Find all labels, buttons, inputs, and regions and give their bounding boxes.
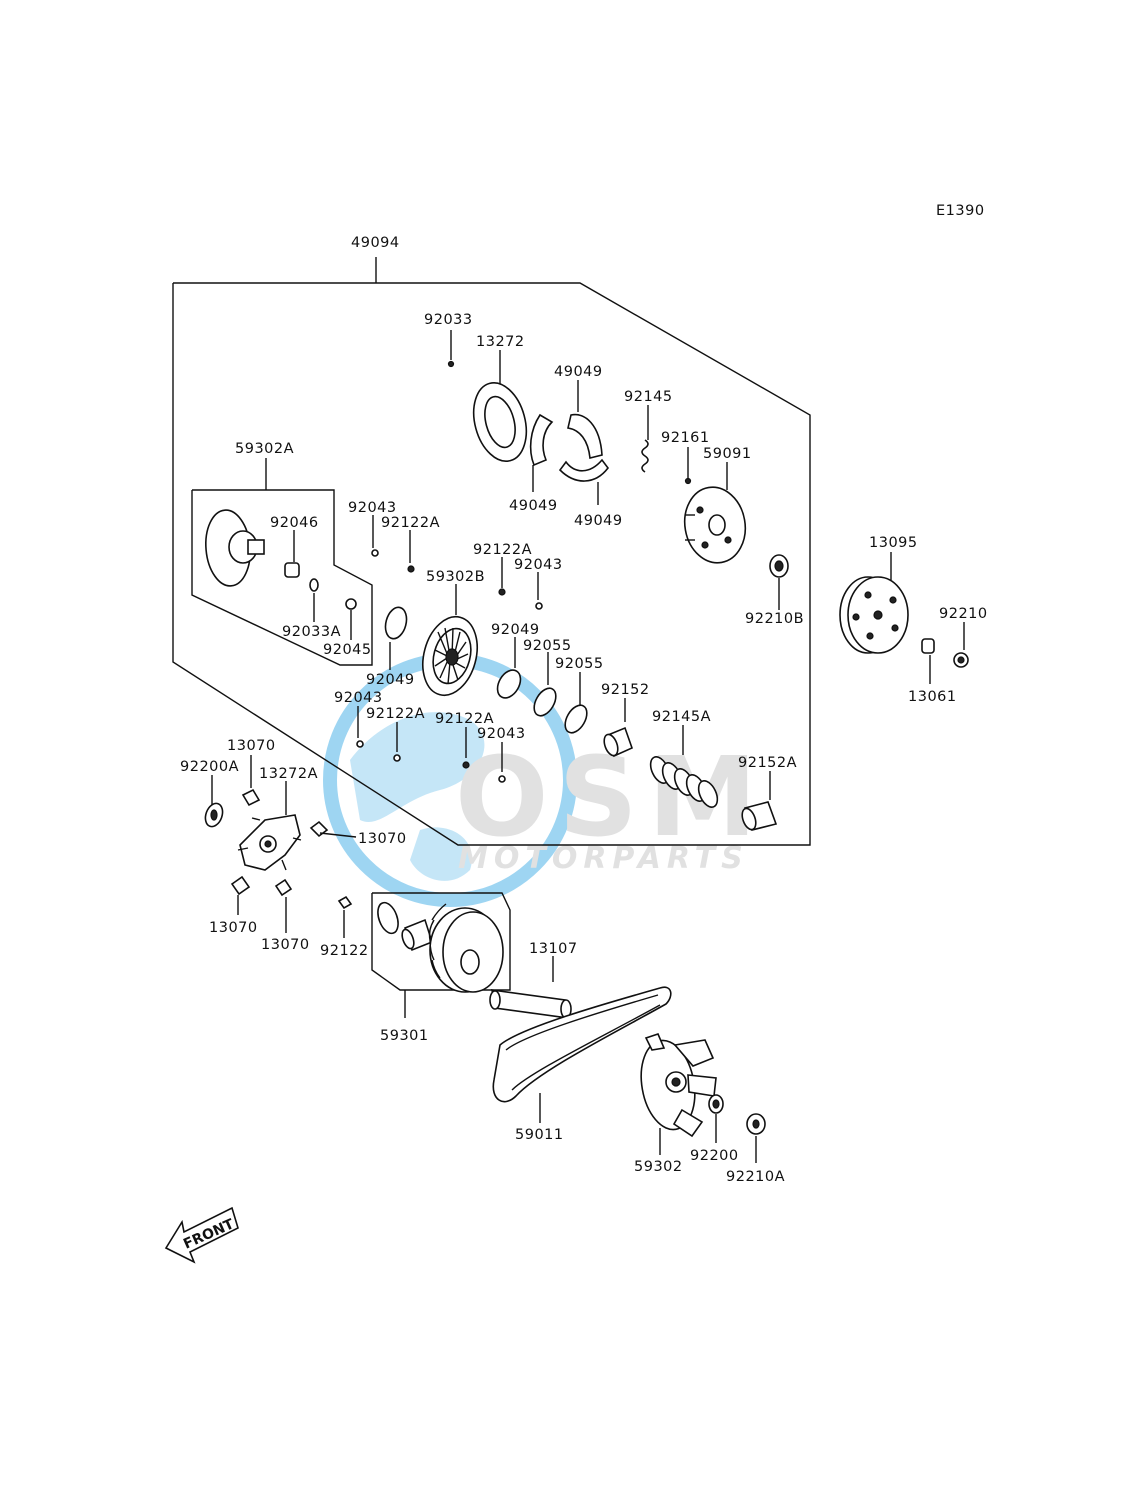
part-92046 — [284, 530, 300, 578]
callout-label: 13070 — [209, 920, 258, 936]
callout-label: 13095 — [869, 535, 918, 551]
callout-label: 92049 — [366, 672, 415, 688]
part-59302 — [640, 1033, 717, 1155]
callout-label: 92033 — [424, 312, 473, 328]
assembly-49094-outline — [172, 257, 811, 846]
callout-label: 92145 — [624, 389, 673, 405]
part-92200A — [204, 775, 224, 828]
callout-label: 92152A — [738, 755, 797, 771]
part-92152 — [603, 698, 633, 758]
part-92055-b — [564, 672, 588, 734]
callout-label: 92049 — [491, 622, 540, 638]
callout-label: 49049 — [554, 364, 603, 380]
part-92055-a — [533, 652, 557, 717]
part-92122A-d — [462, 727, 470, 769]
front-arrow: FRONT — [164, 1206, 239, 1264]
callout-label: 92200 — [690, 1148, 739, 1164]
callout-label: 49094 — [351, 235, 400, 251]
callout-label: 92210B — [745, 611, 804, 627]
part-92152A — [741, 771, 778, 831]
part-92145A — [649, 725, 719, 808]
callout-label: 92043 — [514, 557, 563, 573]
callout-label: 92161 — [661, 430, 710, 446]
callout-label: 59302B — [426, 569, 485, 585]
callout-label: 92043 — [334, 690, 383, 706]
part-13070-d — [274, 878, 293, 933]
callout-label: 13070 — [261, 937, 310, 953]
part-92033 — [447, 330, 455, 368]
callout-label: 92055 — [523, 638, 572, 654]
callout-label: 92122A — [381, 515, 440, 531]
callout-label: 92122A — [473, 542, 532, 558]
part-59302B — [422, 584, 478, 697]
part-92145 — [641, 405, 649, 473]
part-92049-a — [384, 606, 408, 670]
callout-label: 59091 — [703, 446, 752, 462]
watermark: OSM MOTORPARTS — [323, 653, 757, 907]
part-92122A-b — [498, 557, 506, 596]
part-92122A-c — [393, 722, 401, 762]
callout-label: 92043 — [348, 500, 397, 516]
callout-label: 92200A — [180, 759, 239, 775]
part-59301 — [377, 901, 504, 993]
part-59011 — [492, 986, 672, 1123]
part-92122A-a — [407, 530, 415, 573]
part-13061 — [921, 638, 935, 684]
part-92043-b — [535, 572, 543, 610]
part-92033A — [309, 578, 319, 622]
callout-label: 92122A — [366, 706, 425, 722]
callout-label: 13272A — [259, 766, 318, 782]
callout-labels: 49094 92033 13272 49049 92145 92161 5909… — [180, 235, 988, 1185]
part-13095 — [839, 552, 909, 654]
part-92043-a — [371, 515, 379, 557]
callout-label: 59302 — [634, 1159, 683, 1175]
callout-label: 49049 — [574, 513, 623, 529]
callout-label: 92045 — [323, 642, 372, 658]
callout-label: 92033A — [282, 624, 341, 640]
callout-label: 92122 — [320, 943, 369, 959]
callout-label: 13070 — [227, 738, 276, 754]
callout-label: 92043 — [477, 726, 526, 742]
part-92043-d — [498, 742, 506, 783]
part-92049-b — [496, 637, 522, 699]
callout-label: 59011 — [515, 1127, 564, 1143]
assembly-59301-outline — [371, 892, 511, 1018]
watermark-subtitle: MOTORPARTS — [458, 841, 749, 876]
callout-label: 49049 — [509, 498, 558, 514]
callout-label: 92122A — [435, 711, 494, 727]
callout-label: 92055 — [555, 656, 604, 672]
callout-label: 92210A — [726, 1169, 785, 1185]
part-13070-c — [230, 875, 251, 915]
callout-label: 13070 — [358, 831, 407, 847]
callout-label: 59302A — [235, 441, 294, 457]
callout-label: 92145A — [652, 709, 711, 725]
part-92043-c — [356, 706, 364, 748]
part-59091 — [683, 462, 747, 564]
part-13272 — [472, 350, 528, 462]
part-13272A — [237, 781, 302, 871]
callout-label: 13272 — [476, 334, 525, 350]
part-92161 — [684, 447, 692, 485]
part-92045 — [345, 598, 357, 640]
callout-label: 92210 — [939, 606, 988, 622]
callout-label: 13107 — [529, 941, 578, 957]
callout-label: 59301 — [380, 1028, 429, 1044]
part-13070-a — [241, 755, 261, 807]
part-92210B — [769, 554, 789, 610]
part-92122 — [337, 895, 353, 938]
part-13070-b — [309, 820, 357, 838]
callout-label: 92046 — [270, 515, 319, 531]
diagram-code: E1390 — [936, 203, 985, 219]
callout-label: 13061 — [908, 689, 957, 705]
part-49049-shoes — [529, 380, 610, 505]
callout-label: 92152 — [601, 682, 650, 698]
part-92200 — [708, 1094, 724, 1143]
part-92210A — [746, 1113, 766, 1163]
assembly-59302A-outline — [191, 458, 373, 666]
part-59302A-sheave — [205, 509, 265, 587]
part-92210 — [953, 622, 969, 668]
